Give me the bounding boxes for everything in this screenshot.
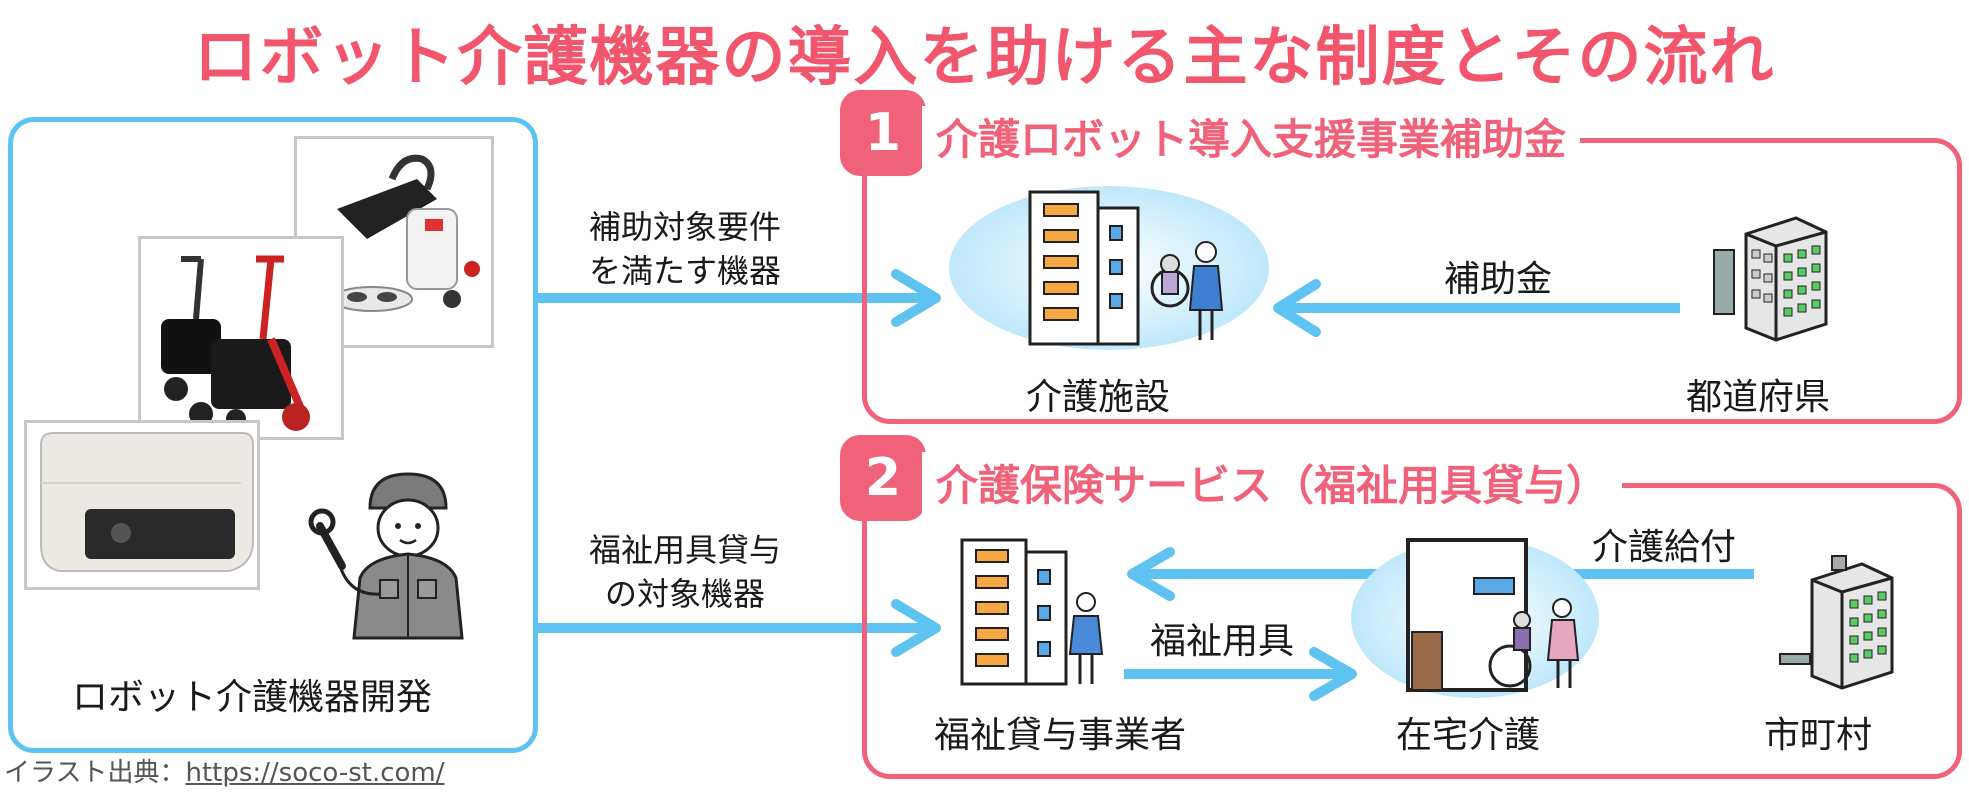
page-title: ロボット介護機器の導入を助ける主な制度とその流れ	[193, 21, 1776, 95]
home-care-icon	[1351, 538, 1599, 698]
home-care-label: 在宅介護	[1396, 715, 1541, 756]
sensor-device-photo	[24, 420, 260, 590]
rental-provider-icon	[960, 538, 1104, 686]
walker-robot-photo	[138, 236, 344, 440]
prefecture-label: 都道府県	[1686, 377, 1831, 418]
arrow-to-care-facility	[538, 269, 941, 327]
care-facility-icon	[949, 186, 1269, 350]
walker-robot-illustration	[161, 255, 310, 431]
credit-link[interactable]: https://soco-st.com/	[185, 758, 445, 788]
robot-development-label: ロボット介護機器開発	[72, 677, 433, 718]
bottom-arrow-label-line2: の対象機器	[604, 575, 765, 613]
bottom-arrow-label: 福祉用具貸与 の対象機器	[560, 528, 810, 616]
section2-title: 介護保険サービス（福祉用具貸与）	[922, 452, 1623, 513]
sensor-device-illustration	[40, 432, 254, 572]
top-arrow-label: 補助対象要件 を満たす機器	[560, 205, 810, 293]
top-arrow-label-line1: 補助対象要件	[588, 208, 781, 246]
care-facility-label: 介護施設	[1026, 377, 1171, 418]
municipality-building-icon	[1779, 555, 1894, 690]
credit-prefix: イラスト出典：	[4, 758, 186, 788]
illustration-credit: イラスト出典：https://soco-st.com/	[4, 752, 445, 789]
section1-number-badge: 1	[840, 90, 926, 176]
section1-title: 介護ロボット導入支援事業補助金	[922, 106, 1581, 167]
top-arrow-label-line2: を満たす機器	[588, 252, 781, 290]
arrow-to-rental-provider	[538, 599, 941, 657]
municipality-label: 市町村	[1764, 715, 1873, 756]
transfer-robot-illustration	[331, 154, 480, 312]
rental-provider-label: 福祉貸与事業者	[934, 715, 1187, 756]
robot-development-panel	[8, 117, 538, 753]
prefecture-building-icon	[1713, 216, 1828, 342]
welfare-equipment-arrow	[1124, 647, 1357, 701]
subsidy-arrow	[1273, 279, 1680, 337]
care-benefit-label: 介護給付	[1592, 527, 1737, 568]
subsidy-flow-label: 補助金	[1444, 259, 1553, 300]
developer-worker-icon	[308, 472, 464, 640]
welfare-equipment-label: 福祉用具	[1150, 621, 1295, 662]
bottom-arrow-label-line1: 福祉用具貸与	[588, 531, 781, 569]
section2-number-badge: 2	[840, 435, 926, 521]
